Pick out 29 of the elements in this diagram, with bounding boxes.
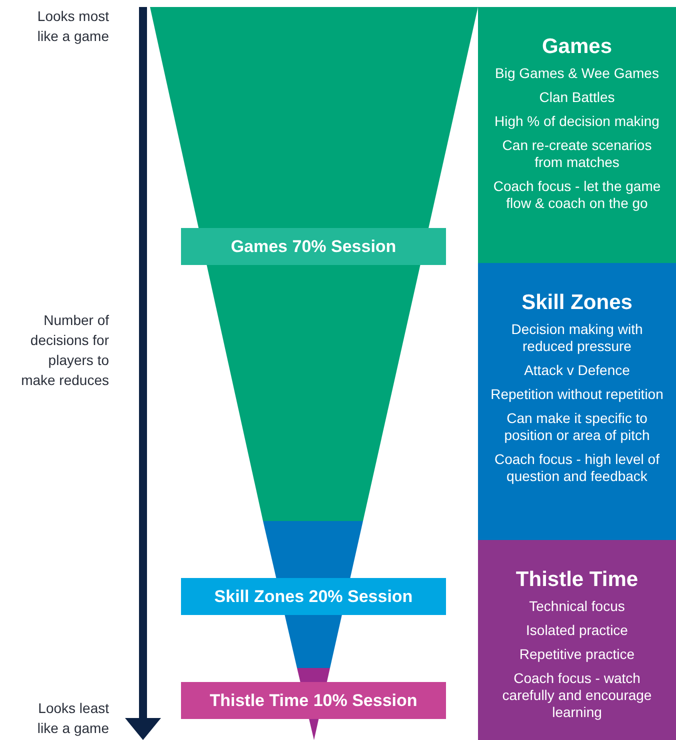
info-panel [478,540,676,740]
info-panel [478,7,676,263]
panel-text: Isolated practice [526,622,628,639]
session-band [181,228,446,265]
session-band [181,682,446,719]
panel-text: Repetitive practice [519,646,635,663]
panel-text: Clan Battles [539,89,615,106]
band-title: Thistle Time 10% Session [210,690,418,710]
panel-text: Can re-create scenarios from matches [501,137,653,171]
band-title: Skill Zones 20% Session [214,586,413,606]
panel-text: Repetition without repetition [490,386,664,403]
panel-text: Coach focus - high level of question and feedback [494,451,660,485]
band-title: Games 70% Session [230,236,396,256]
axis-note: Looks most like a game [36,7,109,46]
panel-text: Big Games & Wee Games [495,65,659,82]
panel-text: Coach focus - watch carefully and encourage learning [501,670,653,721]
panel-heading: Games [542,35,612,59]
axis-note: Looks least like a game [36,699,109,738]
panel-text: Coach focus - let the game flow & coach on the go [492,178,662,212]
axis-note: Number of decisions for players to make reduces [20,311,109,390]
panel-text: Decision making with reduced pressure [510,321,644,355]
panel-text: Technical focus [529,598,625,615]
session-band [181,578,446,615]
panel-heading: Skill Zones [522,291,632,315]
panel-text: High % of decision making [494,113,660,130]
panel-text: Can make it specific to position or area of pitch [503,410,651,444]
panel-heading: Thistle Time [516,568,638,592]
info-panel [478,263,676,540]
panel-text: Attack v Defence [524,362,630,379]
